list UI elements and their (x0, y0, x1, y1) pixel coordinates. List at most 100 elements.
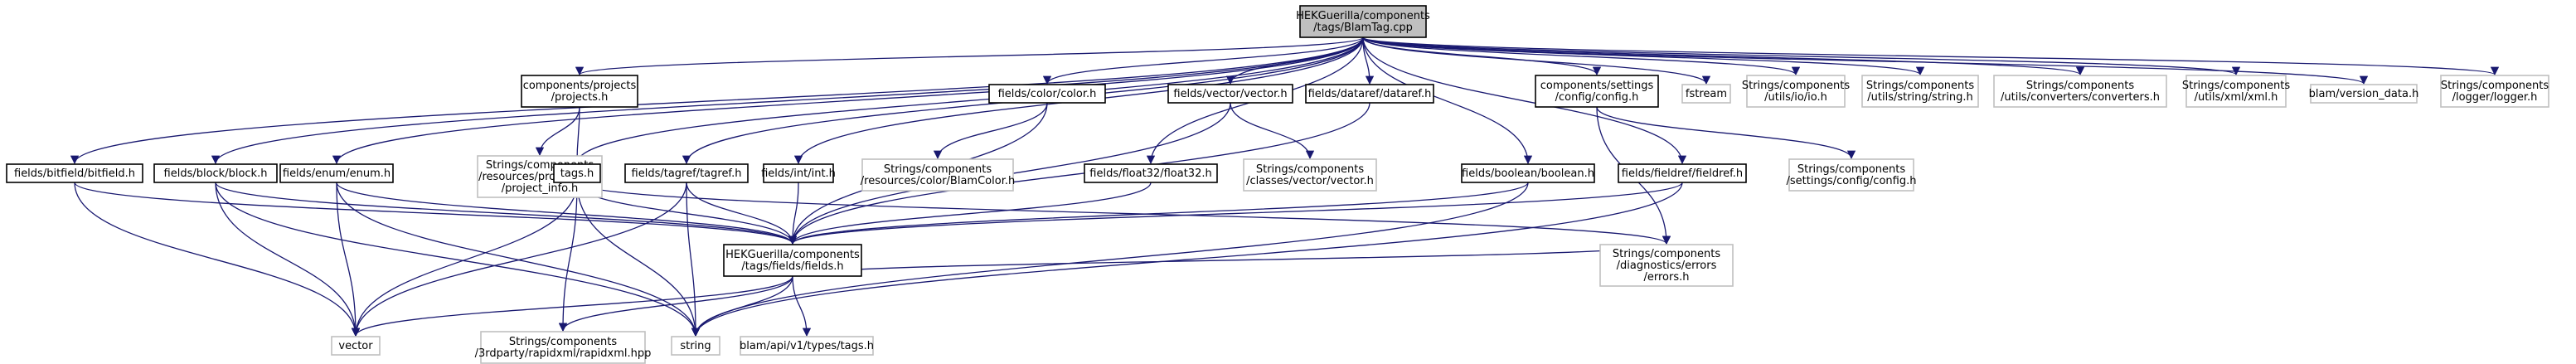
node-projects[interactable]: components/projects/projects.h (521, 75, 638, 108)
edge-projects-to-project_info (535, 106, 580, 157)
edge-fields-to-blamtags (792, 275, 812, 337)
node-box-root (1299, 5, 1427, 38)
edge-fieldref-to-string (691, 182, 1683, 337)
edge-root-to-fstream (1362, 36, 1711, 85)
edge-enum-to-vector (336, 182, 361, 337)
node-box-errors (1599, 244, 1734, 287)
edge-tags-to-rapidxml (558, 182, 578, 332)
node-label-xml-1: /utils/xml/xml.h (2195, 91, 2278, 104)
node-label-errors-1: /diagnostics/errors (1617, 260, 1717, 272)
edge-bitfield-to-fields (74, 182, 797, 245)
node-label-dataref-0: fields/dataref/dataref.h (1308, 88, 1432, 100)
node-label-rapidxml-1: /3rdparty/rapidxml/rapidxml.hpp (475, 347, 652, 360)
node-color[interactable]: fields/color/color.h (988, 84, 1106, 104)
edge-fieldref-to-fields (788, 182, 1683, 245)
node-box-vector (331, 336, 381, 356)
node-float32[interactable]: fields/float32/float32.h (1084, 163, 1218, 183)
edge-tagref-to-string (686, 182, 701, 337)
edge-root-to-color (1042, 36, 1364, 85)
edge-dataref-to-fields (788, 102, 1370, 245)
node-blamtags: blam/api/v1/types/tags.h (740, 336, 874, 356)
node-box-bitfield (6, 163, 143, 183)
node-label-stringh-1: /utils/string/string.h (1867, 91, 1972, 104)
edge-root-to-stringh (1362, 36, 1924, 76)
node-label-logger-1: /logger/logger.h (2452, 91, 2538, 104)
node-logger: Strings/components/logger/logger.h (2440, 75, 2549, 108)
node-label-root-1: /tags/BlamTag.cpp (1313, 22, 1413, 34)
node-box-rapidxml (480, 331, 646, 364)
node-label-float32-0: fields/float32/float32.h (1089, 167, 1211, 180)
node-xml: Strings/components/utils/xml/xml.h (2182, 75, 2290, 108)
node-label-config-1: /config/config.h (1555, 91, 1639, 104)
node-box-tagref (624, 163, 749, 183)
node-box-boolean (1461, 163, 1595, 183)
edge-config-to-settings_config (1596, 106, 1856, 160)
node-box-converters (1993, 75, 2167, 108)
edge-root-to-bitfield (70, 36, 1364, 165)
node-bitfield[interactable]: fields/bitfield/bitfield.h (6, 163, 143, 183)
node-box-vectorclass (1243, 158, 1377, 192)
node-box-tags (553, 163, 601, 183)
node-enum[interactable]: fields/enum/enum.h (279, 163, 394, 183)
node-boolean[interactable]: fields/boolean/boolean.h (1461, 163, 1595, 183)
node-label-io-0: Strings/components (1742, 80, 1850, 92)
node-root[interactable]: HEKGuerilla/components/tags/BlamTag.cpp (1296, 5, 1430, 38)
node-vector_h[interactable]: fields/vector/vector.h (1167, 84, 1293, 104)
node-label-logger-0: Strings/components (2441, 80, 2549, 92)
edge-tagref-to-fields (686, 182, 798, 245)
edge-color-to-blamcolor (933, 102, 1048, 160)
edge-enum-to-fields (336, 182, 798, 245)
node-label-vectorclass-1: /classes/vector/vector.h (1246, 175, 1374, 187)
node-label-blamcolor-1: /resources/color/BlamColor.h (861, 175, 1015, 187)
node-label-block-0: fields/block/block.h (164, 167, 268, 180)
node-label-errors-0: Strings/components (1613, 248, 1720, 260)
node-tagref[interactable]: fields/tagref/tagref.h (624, 163, 749, 183)
node-label-io-1: /utils/io/io.h (1764, 91, 1827, 104)
node-vectorclass: Strings/components/classes/vector/vector… (1243, 158, 1377, 192)
node-label-fields-0: HEKGuerilla/components (725, 249, 860, 261)
node-box-int (763, 163, 834, 183)
edge-fields-to-vector (351, 275, 793, 337)
edge-fields-to-rapidxml (558, 275, 793, 332)
node-box-stringh (1861, 75, 1979, 108)
edge-root-to-version (1362, 36, 2368, 85)
edge-root-to-projects (575, 36, 1364, 76)
node-label-fieldref-0: fields/fieldref/fieldref.h (1622, 167, 1743, 180)
edge-root-to-io (1362, 36, 1800, 76)
node-config[interactable]: components/settings/config/config.h (1535, 75, 1659, 108)
node-dataref[interactable]: fields/dataref/dataref.h (1305, 84, 1434, 104)
node-fields[interactable]: HEKGuerilla/components/tags/fields/field… (723, 244, 862, 277)
edge-boolean-to-fields (788, 182, 1529, 245)
node-block[interactable]: fields/block/block.h (153, 163, 278, 183)
node-box-fieldref (1618, 163, 1747, 183)
node-label-tags-0: tags.h (560, 167, 594, 180)
node-settings_config: Strings/components/settings/config/confi… (1787, 158, 1916, 192)
edge-bitfield-to-vector (74, 182, 361, 337)
node-label-enum-0: fields/enum/enum.h (283, 167, 391, 180)
node-tags[interactable]: tags.h (553, 163, 601, 183)
node-label-converters-1: /utils/converters/converters.h (2001, 91, 2160, 104)
node-box-color (988, 84, 1106, 104)
node-string: string (671, 336, 720, 356)
node-box-projects (521, 75, 638, 108)
node-box-string (671, 336, 720, 356)
node-label-bitfield-0: fields/bitfield/bitfield.h (14, 167, 135, 180)
edge-tags-to-errors (576, 182, 1671, 245)
node-label-root-0: HEKGuerilla/components (1296, 10, 1430, 22)
node-label-color-0: fields/color/color.h (998, 88, 1097, 100)
node-label-errors-2: /errors.h (1644, 271, 1690, 284)
edge-root-to-tags (572, 36, 1364, 165)
node-label-config-0: components/settings (1540, 80, 1654, 92)
node-fieldref[interactable]: fields/fieldref/fieldref.h (1618, 163, 1747, 183)
node-errors: Strings/components/diagnostics/errors/er… (1599, 244, 1734, 287)
node-box-float32 (1084, 163, 1218, 183)
edge-root-to-enum (332, 36, 1364, 165)
edge-root-to-block (211, 36, 1364, 165)
node-label-vector-0: vector (338, 340, 373, 352)
node-int[interactable]: fields/int/int.h (761, 163, 836, 183)
node-box-fields (723, 244, 862, 277)
node-box-version (2310, 84, 2418, 104)
node-label-tagref-0: fields/tagref/tagref.h (632, 167, 742, 180)
edge-float32-to-fields (788, 182, 1152, 245)
